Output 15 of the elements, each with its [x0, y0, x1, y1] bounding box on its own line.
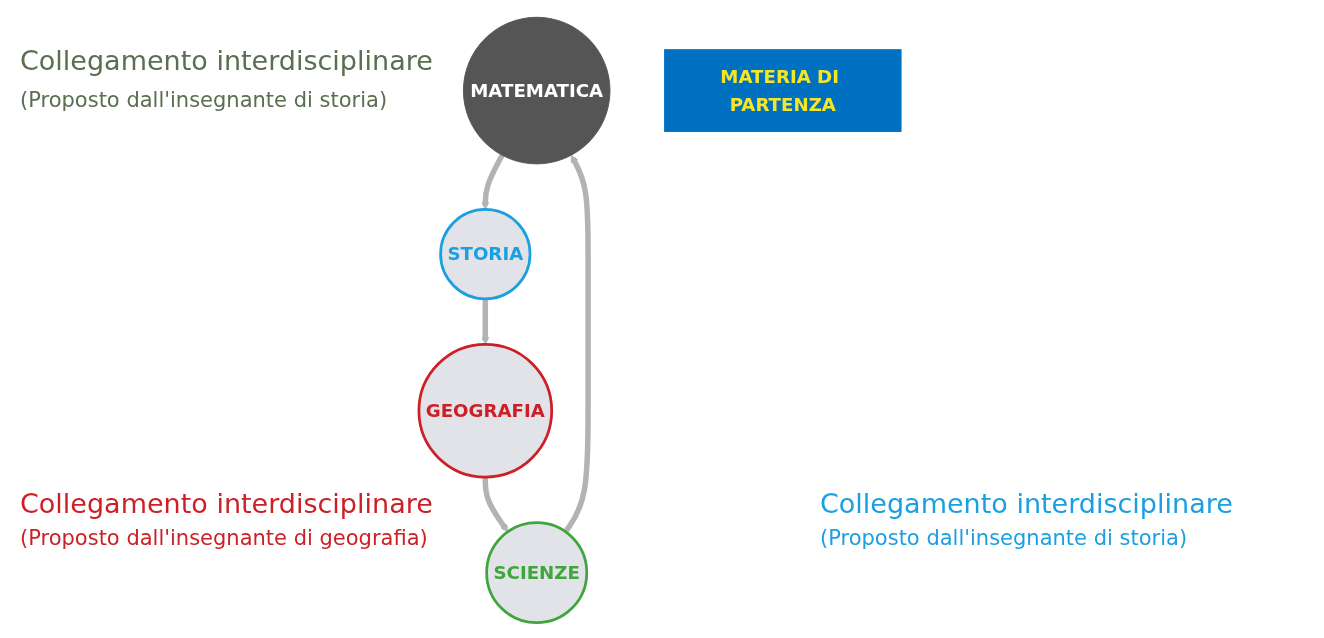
note-text: (Proposto dall'insegnante di storia) — [820, 526, 1188, 550]
arrow — [481, 298, 490, 345]
heading-text: Collegamento interdisciplinare — [20, 45, 433, 76]
arrow — [481, 153, 505, 210]
node-circle: MATEMATICA — [462, 16, 611, 165]
note-text: (Proposto dall'insegnante di storia) — [20, 88, 388, 112]
heading-text: Collegamento interdisciplinare — [820, 488, 1233, 519]
node-circle: STORIA — [439, 208, 532, 301]
node-circle: SCIENZE — [485, 521, 589, 625]
node-circle: GEOGRAFIA — [417, 342, 554, 479]
heading-text: Collegamento interdisciplinare — [20, 488, 433, 519]
arrow — [563, 154, 591, 534]
arrow — [482, 477, 509, 533]
node-box: MATERIA DI PARTENZA — [664, 49, 902, 132]
note-text: (Proposto dall'insegnante di geografia) — [20, 526, 428, 550]
